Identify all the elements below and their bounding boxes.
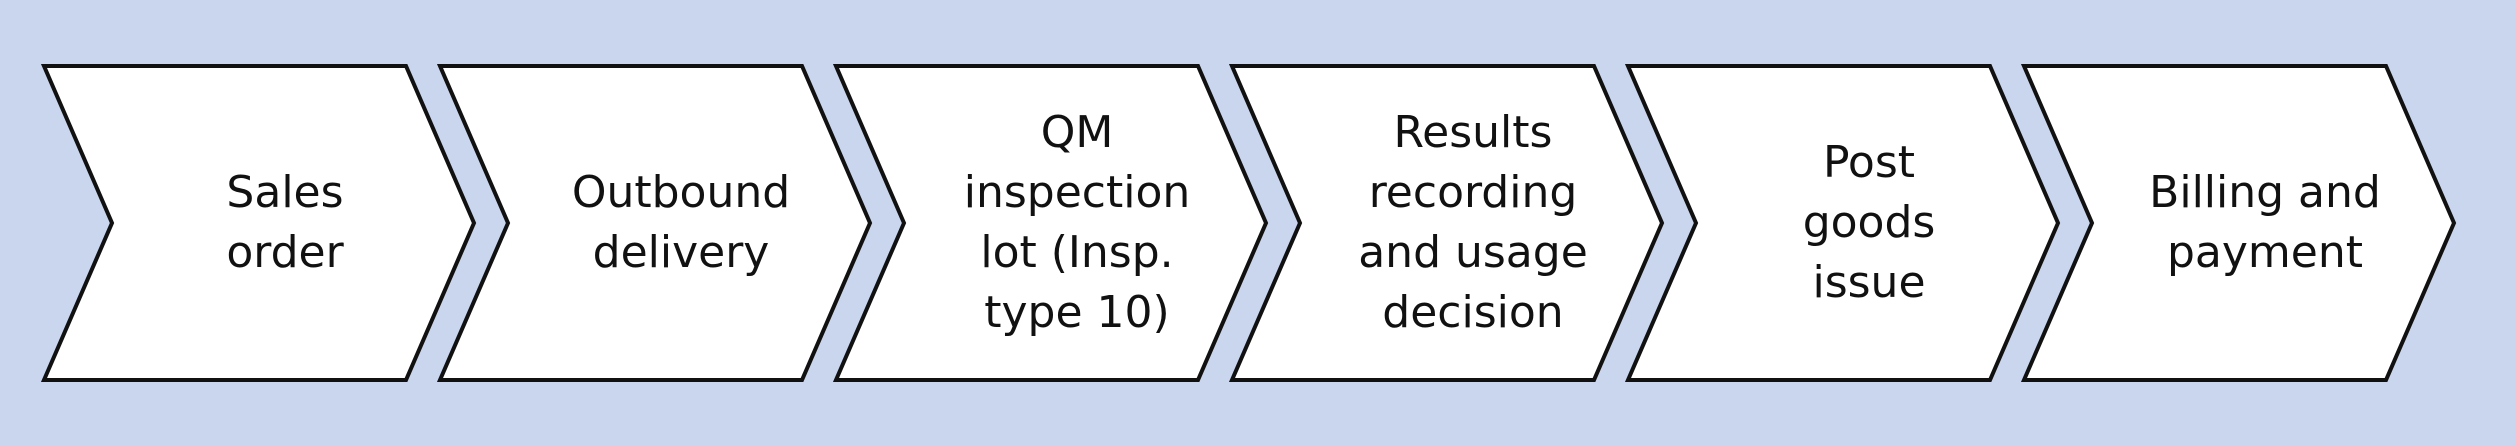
chevron-post-goods-issue	[1624, 64, 2061, 382]
step-billing-and-payment: Billing and payment	[2115, 68, 2415, 378]
chevron-outbound-delivery	[436, 64, 873, 382]
step-label-billing-and-payment: Billing and payment	[2149, 167, 2381, 278]
step-qm-inspection-lot: QM inspection lot (Insp. type 10)	[927, 68, 1227, 378]
step-results-recording: Results recording and usage decision	[1323, 68, 1623, 378]
step-label-qm-inspection-lot: QM inspection lot (Insp. type 10)	[963, 107, 1191, 338]
step-label-post-goods-issue: Post goods issue	[1802, 137, 1936, 308]
chevron-results-recording	[1228, 64, 1665, 382]
step-outbound-delivery: Outbound delivery	[531, 68, 831, 378]
step-label-outbound-delivery: Outbound delivery	[571, 167, 791, 278]
chevron-qm-inspection-lot	[832, 64, 1269, 382]
step-label-results-recording: Results recording and usage decision	[1358, 107, 1588, 338]
chevron-billing-and-payment	[2020, 64, 2457, 382]
step-post-goods-issue: Post goods issue	[1719, 68, 2019, 378]
step-label-sales-order: Sales order	[226, 167, 344, 278]
chevron-sales-order	[40, 64, 477, 382]
step-sales-order: Sales order	[135, 68, 435, 378]
